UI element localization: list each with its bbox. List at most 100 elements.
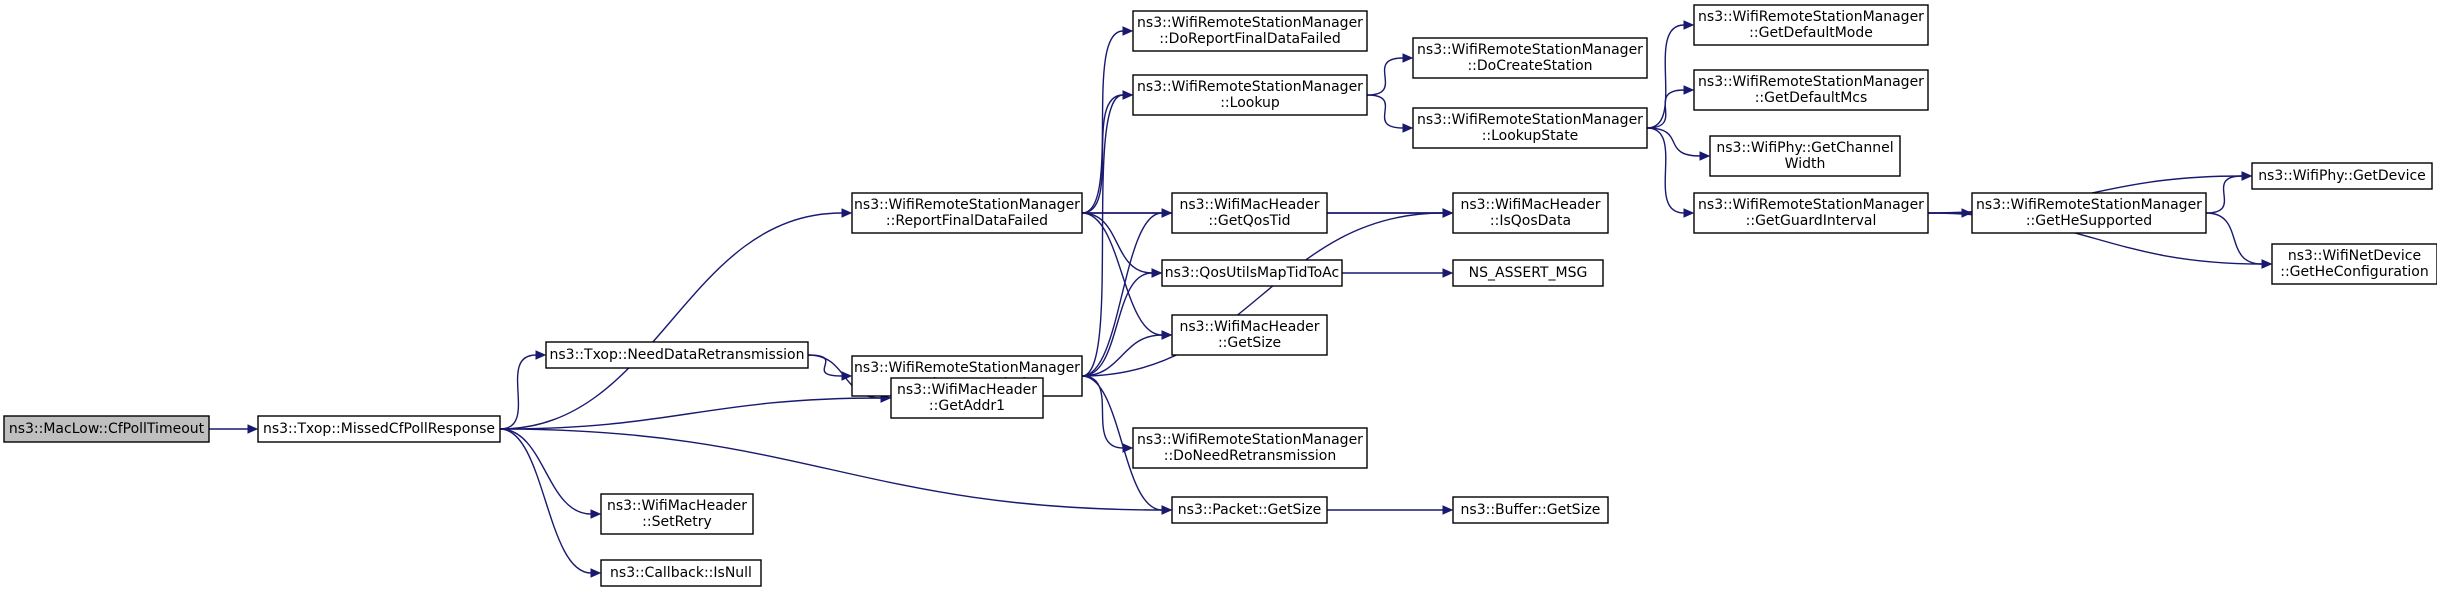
node-getchannelwidth-label: Width <box>1785 156 1826 172</box>
edge-missedcfpoll-to-getaddr1 <box>499 397 882 430</box>
node-setretry-box[interactable] <box>600 493 754 535</box>
node-getdefaultmode-label: ns3::WifiRemoteStationManager <box>1698 9 1924 25</box>
node-doreportfinal[interactable]: ns3::WifiRemoteStationManager::DoReportF… <box>1132 10 1368 52</box>
node-needdataretx-box[interactable] <box>545 341 809 369</box>
edge-missedcfpoll-to-packetgetsize <box>499 428 1163 511</box>
node-lookup[interactable]: ns3::WifiRemoteStationManager::Lookup <box>1132 74 1368 116</box>
arrow-needretx-to-getqostid <box>1161 208 1173 218</box>
node-reportfinal[interactable]: ns3::WifiRemoteStationManager::ReportFin… <box>851 192 1083 234</box>
node-setretry-label: ::SetRetry <box>642 514 712 530</box>
node-docreate-box[interactable] <box>1412 37 1648 79</box>
node-getdefaultmode-label: ::GetDefaultMode <box>1749 25 1873 41</box>
node-getguard-box[interactable] <box>1693 192 1929 234</box>
edge-gethesupported-to-getdevice <box>2205 175 2243 214</box>
arrow-needretx-to-qosutils <box>1151 268 1163 278</box>
arrow-needretx-to-lookup <box>1122 90 1134 100</box>
node-getdefaultmode-box[interactable] <box>1693 4 1929 46</box>
node-getguard-label: ::GetGuardInterval <box>1746 213 1877 229</box>
node-missedcfpoll[interactable]: ns3::Txop::MissedCfPollResponse <box>257 415 501 443</box>
node-gethesupported[interactable]: ns3::WifiRemoteStationManager::GetHeSupp… <box>1971 192 2207 234</box>
node-getqostid[interactable]: ns3::WifiMacHeader::GetQosTid <box>1171 192 1328 234</box>
node-getaddr1-label: ::GetAddr1 <box>929 398 1005 414</box>
node-cfpolltimeout[interactable]: ns3::MacLow::CfPollTimeout <box>3 415 210 443</box>
node-qosutils-box[interactable] <box>1161 259 1343 287</box>
node-getdefaultmcs[interactable]: ns3::WifiRemoteStationManager::GetDefaul… <box>1693 69 1929 111</box>
node-getqostid-label: ns3::WifiMacHeader <box>1179 197 1319 213</box>
node-lookupstate-box[interactable] <box>1412 107 1648 149</box>
node-getdefaultmcs-box[interactable] <box>1693 69 1929 111</box>
node-lookupstate-label: ::LookupState <box>1482 128 1579 144</box>
node-gethesupported-label: ns3::WifiRemoteStationManager <box>1976 197 2202 213</box>
node-hdrgetsize[interactable]: ns3::WifiMacHeader::GetSize <box>1171 314 1328 356</box>
node-lookupstate[interactable]: ns3::WifiRemoteStationManager::LookupSta… <box>1412 107 1648 149</box>
node-doneedretx-label: ::DoNeedRetransmission <box>1164 448 1337 464</box>
node-gethesupported-box[interactable] <box>1971 192 2207 234</box>
node-setretry[interactable]: ns3::WifiMacHeader::SetRetry <box>600 493 754 535</box>
node-nsassert-box[interactable] <box>1452 259 1604 287</box>
node-getheconfig-box[interactable] <box>2271 243 2437 285</box>
arrow-needretx-to-packetgetsize <box>1161 505 1173 515</box>
edge-reportfinal-to-qosutils <box>1081 212 1153 274</box>
node-getchannelwidth-box[interactable] <box>1709 135 1901 177</box>
node-isqosdata-label: ns3::WifiMacHeader <box>1460 197 1600 213</box>
node-setretry-label: ns3::WifiMacHeader <box>607 498 747 514</box>
edge-needretx-to-lookup <box>1081 94 1124 377</box>
node-isqosdata-box[interactable] <box>1452 192 1609 234</box>
node-getheconfig-label: ns3::WifiNetDevice <box>2288 248 2421 264</box>
node-packetgetsize-box[interactable] <box>1171 496 1328 524</box>
node-lookupstate-label: ns3::WifiRemoteStationManager <box>1417 112 1643 128</box>
node-doneedretx[interactable]: ns3::WifiRemoteStationManager::DoNeedRet… <box>1132 427 1368 469</box>
node-getdefaultmcs-label: ns3::WifiRemoteStationManager <box>1698 74 1924 90</box>
arrow-reportfinal-to-doreportfinal <box>1122 26 1134 36</box>
node-hdrgetsize-box[interactable] <box>1171 314 1328 356</box>
arrow-lookupstate-to-getguard <box>1683 208 1695 218</box>
node-missedcfpoll-box[interactable] <box>257 415 501 443</box>
edge-lookupstate-to-getdefaultmode <box>1646 24 1685 129</box>
node-reportfinal-box[interactable] <box>851 192 1083 234</box>
node-getguard[interactable]: ns3::WifiRemoteStationManager::GetGuardI… <box>1693 192 1929 234</box>
node-isqosdata[interactable]: ns3::WifiMacHeader::IsQosData <box>1452 192 1609 234</box>
edge-needretx-to-doneedretx <box>1081 375 1124 449</box>
node-getdevice-label: ns3::WifiPhy::GetDevice <box>2258 168 2426 184</box>
node-cfpolltimeout-box[interactable] <box>3 415 210 443</box>
node-getdevice[interactable]: ns3::WifiPhy::GetDevice <box>2251 162 2433 190</box>
edge-lookup-to-docreate <box>1366 57 1404 96</box>
node-hdrgetsize-label: ::GetSize <box>1218 335 1281 351</box>
node-getheconfig[interactable]: ns3::WifiNetDevice::GetHeConfiguration <box>2271 243 2437 285</box>
node-getaddr1[interactable]: ns3::WifiMacHeader::GetAddr1 <box>890 377 1044 419</box>
node-buffergetsize-label: ns3::Buffer::GetSize <box>1461 502 1601 518</box>
node-buffergetsize-box[interactable] <box>1452 496 1609 524</box>
node-docreate[interactable]: ns3::WifiRemoteStationManager::DoCreateS… <box>1412 37 1648 79</box>
edge-needretx-to-getqostid <box>1081 212 1163 377</box>
node-doreportfinal-box[interactable] <box>1132 10 1368 52</box>
edge-missedcfpoll-to-needdataretx <box>499 354 537 430</box>
node-isnull[interactable]: ns3::Callback::IsNull <box>600 559 762 587</box>
node-packetgetsize-label: ns3::Packet::GetSize <box>1178 502 1321 518</box>
arrow-lookupstate-to-getdefaultmcs <box>1683 85 1695 95</box>
node-lookup-box[interactable] <box>1132 74 1368 116</box>
node-hdrgetsize-label: ns3::WifiMacHeader <box>1179 319 1319 335</box>
node-getqostid-box[interactable] <box>1171 192 1328 234</box>
node-lookup-label: ns3::WifiRemoteStationManager <box>1137 79 1363 95</box>
node-cfpolltimeout-label: ns3::MacLow::CfPollTimeout <box>9 421 205 437</box>
node-qosutils[interactable]: ns3::QosUtilsMapTidToAc <box>1161 259 1343 287</box>
edge-gethesupported-to-getheconfig <box>2205 212 2263 265</box>
node-docreate-label: ns3::WifiRemoteStationManager <box>1417 42 1643 58</box>
node-packetgetsize[interactable]: ns3::Packet::GetSize <box>1171 496 1328 524</box>
edge-missedcfpoll-to-reportfinal <box>499 212 843 430</box>
edge-reportfinal-to-doreportfinal <box>1081 30 1124 214</box>
node-isnull-box[interactable] <box>600 559 762 587</box>
node-getdevice-box[interactable] <box>2251 162 2433 190</box>
node-getheconfig-label: ::GetHeConfiguration <box>2280 264 2428 280</box>
node-getaddr1-box[interactable] <box>890 377 1044 419</box>
node-nsassert[interactable]: NS_ASSERT_MSG <box>1452 259 1604 287</box>
node-needdataretx[interactable]: ns3::Txop::NeedDataRetransmission <box>545 341 809 369</box>
node-getdefaultmode[interactable]: ns3::WifiRemoteStationManager::GetDefaul… <box>1693 4 1929 46</box>
arrow-packetgetsize-to-buffergetsize <box>1442 505 1454 515</box>
node-doneedretx-box[interactable] <box>1132 427 1368 469</box>
edge-lookupstate-to-getchannelwidth <box>1646 127 1701 157</box>
edge-needretx-to-isqosdata <box>1081 212 1444 377</box>
node-buffergetsize[interactable]: ns3::Buffer::GetSize <box>1452 496 1609 524</box>
